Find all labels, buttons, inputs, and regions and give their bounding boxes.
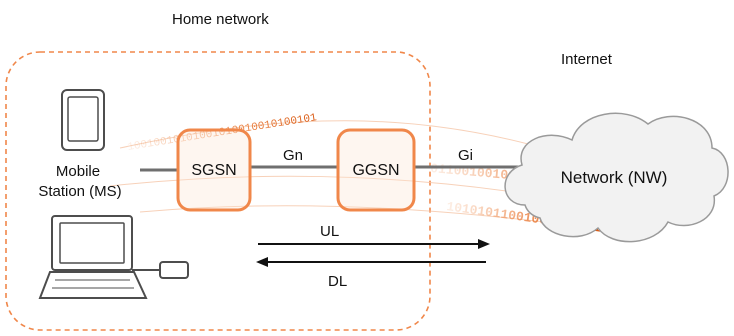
modem-dongle-icon — [159, 261, 189, 279]
network-cloud: Network (NW) — [504, 112, 729, 243]
mobile-station-label-line2: Station (MS) — [38, 183, 121, 200]
ggsn-label: GGSN — [352, 162, 399, 179]
laptop-icon — [38, 215, 160, 299]
network-label: Network (NW) — [561, 168, 668, 187]
dl-label: DL — [328, 273, 347, 290]
mobile-station-label-line1: Mobile — [56, 163, 100, 180]
home-network-boundary — [5, 51, 431, 331]
ul-label: UL — [320, 223, 339, 240]
internet-label: Internet — [561, 51, 613, 68]
gn-label: Gn — [283, 147, 303, 164]
sgsn-node — [176, 128, 252, 212]
gi-label: Gi — [458, 147, 473, 164]
mobile-phone-icon — [61, 89, 105, 151]
sgsn-label: SGSN — [191, 162, 236, 179]
ggsn-node — [336, 128, 416, 212]
home-network-label: Home network — [172, 11, 269, 28]
